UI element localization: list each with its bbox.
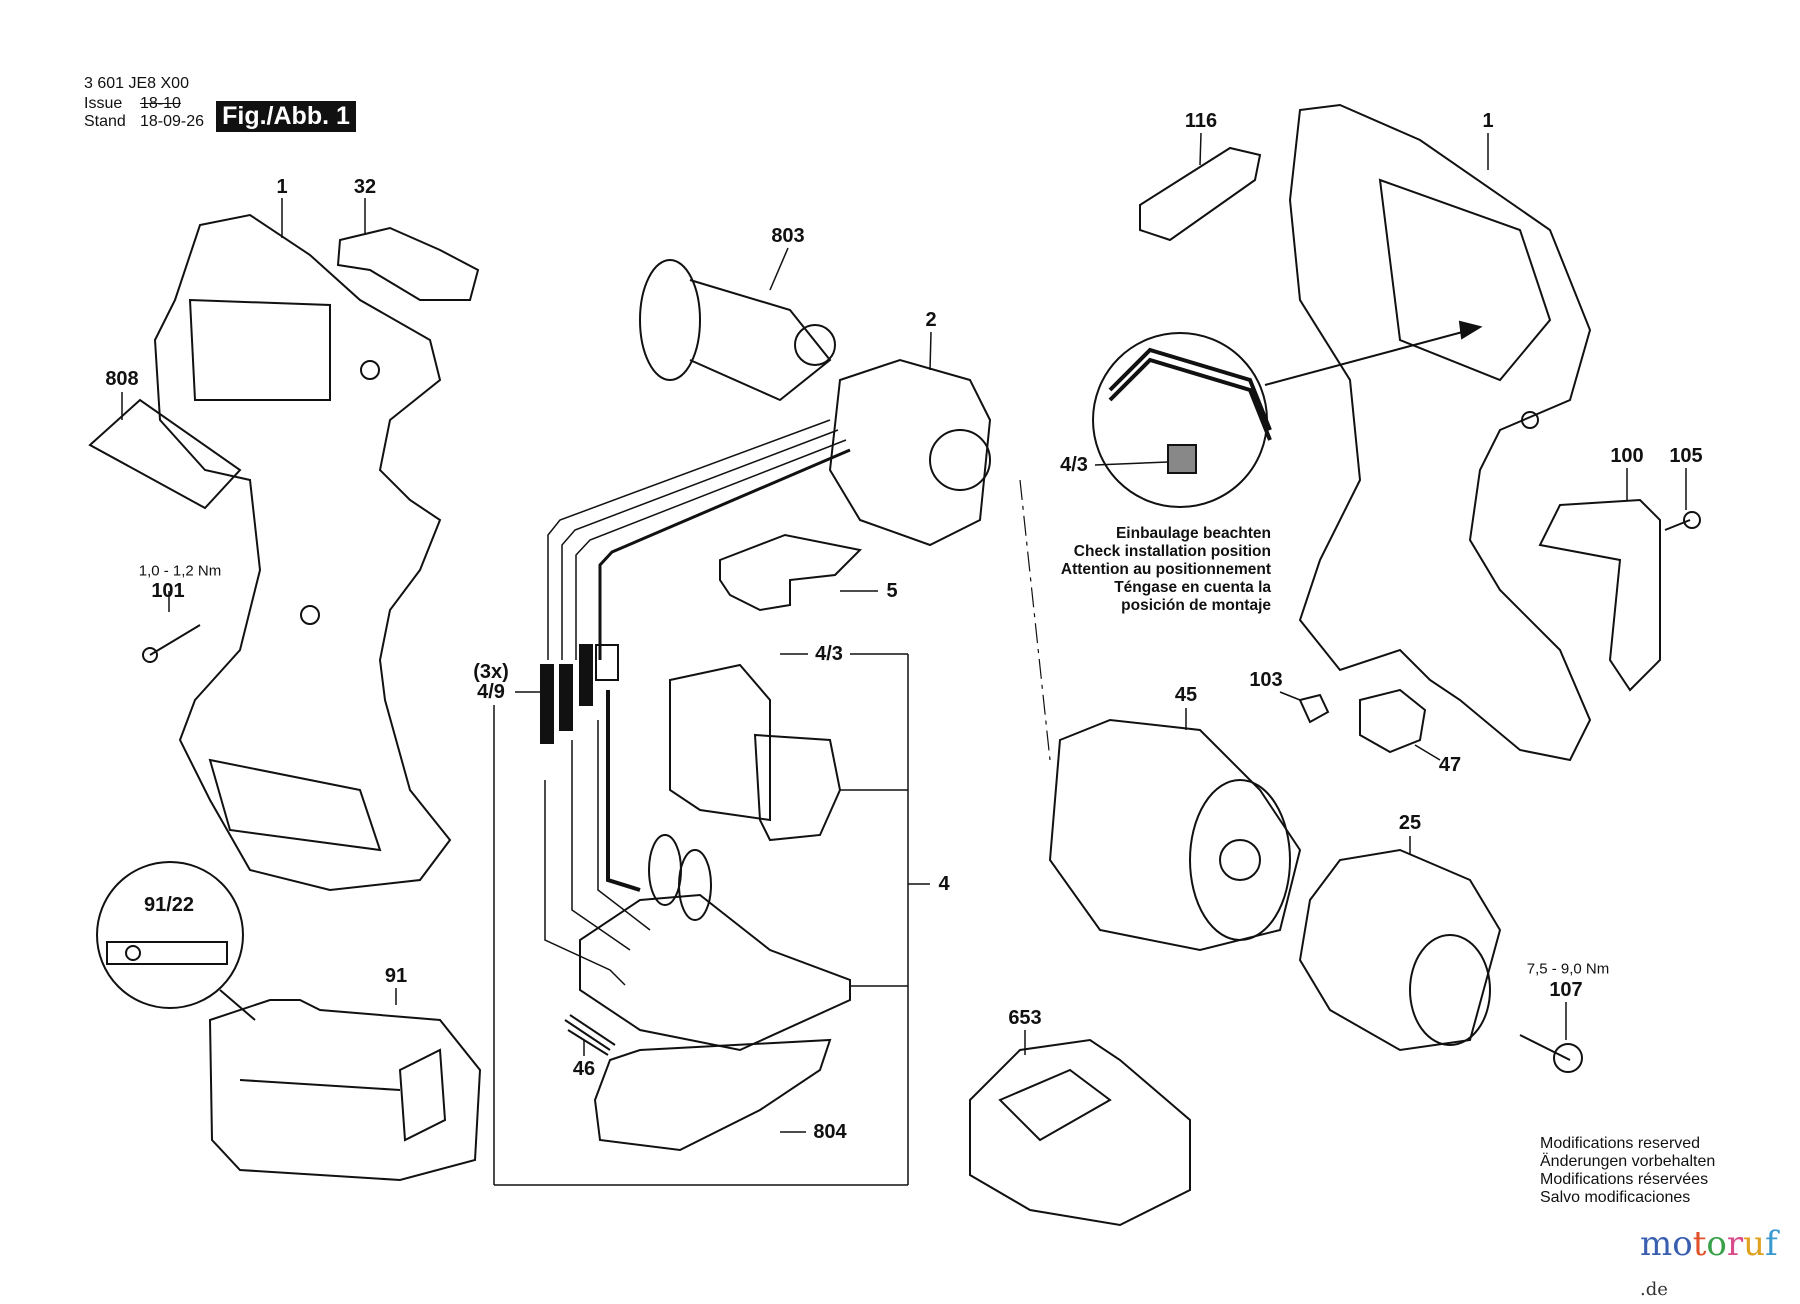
modifications-note: Modifications reserved Änderungen vorbeh… — [1540, 1135, 1715, 1207]
watermark-letter: o — [1706, 1224, 1727, 1264]
callout-1-right: 1 — [1482, 110, 1494, 132]
watermark-suffix: .de — [1640, 1279, 1668, 1300]
callout-100: 100 — [1610, 445, 1644, 467]
issue-value: 18-10 — [140, 95, 181, 112]
callout-4-3-detail: 4/3 — [1060, 454, 1088, 476]
part-808-label — [88, 398, 242, 510]
callout-5: 5 — [886, 580, 898, 602]
armature-803 — [639, 259, 836, 402]
callout-116: 116 — [1184, 110, 1218, 132]
callout-105: 105 — [1669, 445, 1703, 467]
watermark-logo: motoruf .de — [1640, 1224, 1800, 1304]
chuck-25 — [1298, 848, 1502, 1052]
part-5 — [719, 533, 863, 612]
issue-label: Issue — [84, 95, 123, 112]
callout-803: 803 — [771, 225, 805, 247]
detail-91-22 — [96, 861, 256, 1021]
spring-46 — [564, 1014, 616, 1056]
wire-harness — [544, 419, 851, 986]
terminal-sleeves-4-9 — [540, 644, 619, 744]
stand-value: 18-09-26 — [140, 113, 205, 130]
part-32 — [336, 226, 480, 301]
watermark-letter: o — [1672, 1224, 1693, 1264]
housing-right-part — [1288, 103, 1592, 762]
screw-105 — [1664, 511, 1701, 531]
modifications-note-line: Modifications réservées — [1540, 1171, 1709, 1188]
motor-2 — [828, 358, 992, 547]
part-47 — [1359, 688, 1427, 754]
callout-45: 45 — [1174, 684, 1198, 706]
watermark-letter: u — [1743, 1224, 1766, 1264]
installation-note-line: Téngase en cuenta la — [1114, 579, 1271, 596]
callout-653: 653 — [1008, 1007, 1042, 1029]
callout-101: 101 — [151, 580, 185, 602]
screw-107 — [1519, 1034, 1583, 1073]
torque-107: 7,5 - 9,0 Nm — [1526, 960, 1610, 978]
plate-804 — [593, 1038, 832, 1152]
battery-91 — [208, 999, 482, 1182]
exploded-parts-drawing — [88, 103, 1701, 1227]
modifications-note-line: Modifications reserved — [1540, 1135, 1701, 1152]
callout-46: 46 — [572, 1058, 596, 1080]
installation-note: Einbaulage beachten Check installation p… — [1061, 525, 1271, 615]
charger-653 — [969, 1038, 1191, 1227]
callout-4-9: 4/9 — [477, 681, 505, 703]
callout-47: 47 — [1438, 754, 1462, 776]
installation-note-line: Attention au positionnement — [1060, 561, 1271, 578]
modifications-note-line: Änderungen vorbehalten — [1540, 1153, 1716, 1170]
callout-91: 91 — [384, 965, 408, 987]
watermark-text: motoruf — [1640, 1224, 1778, 1264]
torque-101: 1,0 - 1,2 Nm — [138, 562, 222, 580]
installation-note-line: Einbaulage beachten — [1115, 525, 1271, 542]
callout-804: 804 — [813, 1121, 847, 1143]
installation-note-line: posición de montaje — [1121, 597, 1271, 614]
detail-circle-4-3 — [1092, 320, 1483, 508]
part-number: 3 601 JE8 X00 — [84, 75, 189, 92]
callout-103: 103 — [1249, 669, 1283, 691]
screw-101 — [142, 624, 201, 663]
callout-91-22: 91/22 — [143, 894, 195, 916]
callout-32: 32 — [353, 176, 377, 198]
watermark-letter: t — [1692, 1224, 1707, 1264]
callout-25: 25 — [1398, 812, 1422, 834]
watermark-letter: f — [1765, 1224, 1778, 1264]
belt-clip-100 — [1538, 498, 1661, 692]
nut-103 — [1298, 693, 1330, 724]
gearbox-45 — [1019, 479, 1302, 952]
leader-lines — [121, 132, 1687, 1186]
housing-left-part — [153, 213, 452, 892]
switch-4 — [579, 663, 851, 1052]
part-116 — [1139, 146, 1262, 242]
figure-label: Fig./Abb. 1 — [216, 101, 356, 132]
watermark-letter: m — [1640, 1224, 1673, 1264]
modifications-note-line: Salvo modificaciones — [1540, 1189, 1691, 1206]
callout-qty-3x: (3x) — [473, 661, 509, 683]
watermark-letter: r — [1726, 1224, 1744, 1264]
installation-note-line: Check installation position — [1073, 543, 1271, 560]
callout-4-3: 4/3 — [815, 643, 843, 665]
callout-4: 4 — [938, 873, 950, 895]
callout-107: 107 — [1549, 979, 1583, 1001]
callout-2: 2 — [925, 309, 937, 331]
stand-label: Stand — [84, 113, 126, 130]
callout-808: 808 — [105, 368, 139, 390]
callout-1-left: 1 — [276, 176, 288, 198]
